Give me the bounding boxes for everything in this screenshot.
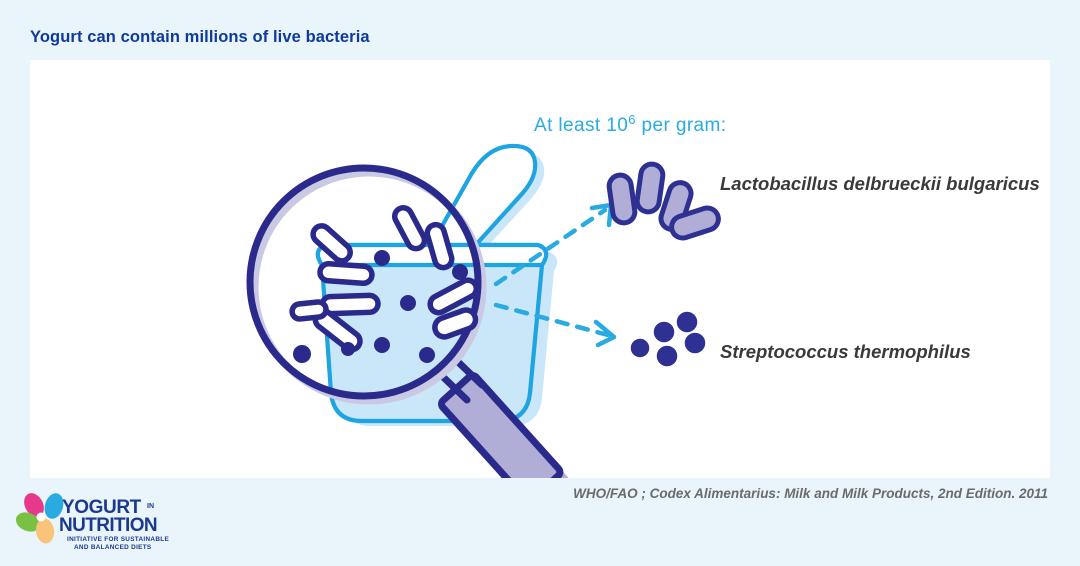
logo-tagline-line2: AND BALANCED DIETS xyxy=(74,544,152,551)
annotation-text: At least 10 xyxy=(534,115,628,136)
streptococcus-label: Streptococcus thermophilus xyxy=(720,341,971,362)
citation-text: WHO/FAO ; Codex Alimentarius: Milk and M… xyxy=(573,486,1048,501)
lactobacillus-label: Lactobacillus delbrueckii bulgaricus xyxy=(720,173,1040,194)
bacteria-illustration: At least 106 per gram: Lactobacillus del… xyxy=(246,112,1040,478)
lactobacillus-cluster xyxy=(606,161,721,241)
lens-bacteria-group xyxy=(289,205,480,363)
coccus-shapes xyxy=(630,311,706,367)
rod-shape xyxy=(669,205,721,241)
arrow-to-streptococcus xyxy=(493,302,617,348)
rod-shape xyxy=(391,205,428,252)
rod-shape xyxy=(606,172,638,226)
logo-word-in: IN xyxy=(147,503,154,510)
logo-tagline-line1: INITIATIVE FOR SUSTAINABLE xyxy=(67,536,169,543)
rod-shape xyxy=(289,299,329,322)
per-gram-annotation: At least 106 per gram: xyxy=(534,112,726,136)
annotation-exponent: 6 xyxy=(628,112,636,127)
rod-shape xyxy=(432,307,479,340)
lens-dots xyxy=(293,250,468,363)
illustration-card: At least 106 per gram: Lactobacillus del… xyxy=(30,60,1050,478)
logo-word-bottom: NUTRITION xyxy=(59,515,157,536)
magnifier-lens xyxy=(246,164,487,405)
rod-shape xyxy=(427,277,480,316)
rod-shape xyxy=(634,161,666,215)
streptococcus-cluster xyxy=(630,311,706,367)
logo-word-top: YOGURT xyxy=(62,497,142,518)
rod-shape xyxy=(310,223,353,264)
page-title: Yogurt can contain millions of live bact… xyxy=(30,28,370,46)
yogurt-in-nutrition-logo: YOGURT IN NUTRITION INITIATIVE FOR SUSTA… xyxy=(10,488,170,558)
annotation-suffix: per gram: xyxy=(636,115,727,136)
rod-shape xyxy=(424,221,455,271)
logo-flower-icon xyxy=(15,493,64,544)
rod-shape xyxy=(317,261,375,286)
svg-text:At least 106 per gram:: At least 106 per gram: xyxy=(534,112,726,136)
